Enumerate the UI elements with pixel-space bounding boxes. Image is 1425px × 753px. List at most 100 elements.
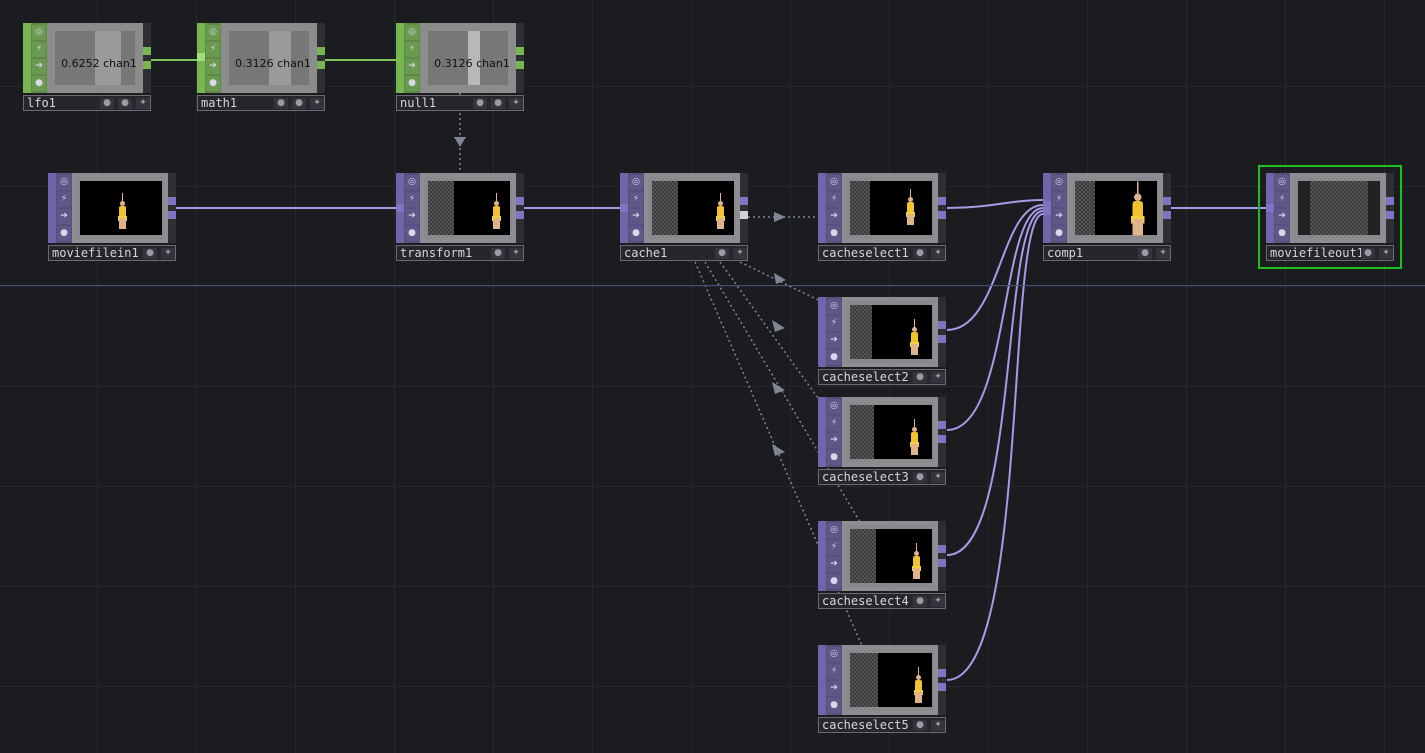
circle-icon[interactable]: ● xyxy=(118,98,132,109)
circle-icon[interactable]: ● xyxy=(913,720,927,731)
output-port[interactable] xyxy=(317,61,325,69)
output-port[interactable] xyxy=(1386,197,1394,205)
target-icon[interactable]: ◎ xyxy=(629,175,643,190)
circle-icon[interactable]: ● xyxy=(913,472,927,483)
arrow-right-icon[interactable]: ➔ xyxy=(1052,209,1066,224)
target-icon[interactable]: ◎ xyxy=(405,25,419,40)
diamond-star-icon[interactable]: ✦ xyxy=(931,472,945,483)
lightning-icon[interactable]: ⚡ xyxy=(827,416,841,431)
node-name[interactable]: transform1 xyxy=(400,246,473,260)
target-icon[interactable]: ◎ xyxy=(827,399,841,414)
node-name[interactable]: cacheselect4 xyxy=(822,594,909,608)
output-port[interactable] xyxy=(1386,211,1394,219)
diamond-star-icon[interactable]: ✦ xyxy=(161,248,175,259)
arrow-right-icon[interactable]: ➔ xyxy=(827,557,841,572)
diamond-star-icon[interactable]: ✦ xyxy=(310,98,324,109)
node-name[interactable]: cache1 xyxy=(624,246,668,260)
diamond-star-icon[interactable]: ✦ xyxy=(509,248,523,259)
lightning-icon[interactable]: ⚡ xyxy=(1052,192,1066,207)
lightning-icon[interactable]: ⚡ xyxy=(827,540,841,555)
diamond-star-icon[interactable]: ✦ xyxy=(509,98,523,109)
target-icon[interactable]: ◎ xyxy=(57,175,71,190)
node-name[interactable]: math1 xyxy=(201,96,238,110)
arrow-right-icon[interactable]: ➔ xyxy=(827,333,841,348)
lightning-icon[interactable]: ⚡ xyxy=(32,42,46,57)
output-port[interactable] xyxy=(938,421,946,429)
output-port[interactable] xyxy=(168,211,176,219)
lock-icon[interactable]: ● xyxy=(32,76,46,91)
node-moviefilein1[interactable]: ◎ ⚡ ➔ ● moviefilein1 ● ✦ xyxy=(48,173,176,263)
output-port[interactable] xyxy=(516,211,524,219)
circle-icon[interactable]: ● xyxy=(913,596,927,607)
circle-icon[interactable]: ● xyxy=(1361,248,1375,259)
diamond-star-icon[interactable]: ✦ xyxy=(931,720,945,731)
node-name[interactable]: cacheselect5 xyxy=(822,718,909,732)
target-icon[interactable]: ◎ xyxy=(827,175,841,190)
lock-icon[interactable]: ● xyxy=(827,350,841,365)
output-port[interactable] xyxy=(168,197,176,205)
circle-icon[interactable]: ● xyxy=(1138,248,1152,259)
input-port[interactable] xyxy=(396,204,404,212)
output-port[interactable] xyxy=(1163,211,1171,219)
diamond-star-icon[interactable]: ✦ xyxy=(1379,248,1393,259)
output-port[interactable] xyxy=(938,197,946,205)
target-icon[interactable]: ◎ xyxy=(827,523,841,538)
lock-icon[interactable]: ● xyxy=(827,698,841,713)
node-lfo1[interactable]: ◎ ⚡ ➔ ● 0.6252 chan1 lfo1 ● ● ✦ xyxy=(23,23,151,113)
target-icon[interactable]: ◎ xyxy=(32,25,46,40)
node-name[interactable]: null1 xyxy=(400,96,437,110)
node-moviefileout1[interactable]: ◎ ⚡ ➔ ● moviefileout1 ● ✦ xyxy=(1266,173,1394,263)
diamond-star-icon[interactable]: ✦ xyxy=(931,596,945,607)
arrow-right-icon[interactable]: ➔ xyxy=(206,59,220,74)
node-name[interactable]: comp1 xyxy=(1047,246,1084,260)
node-name[interactable]: cacheselect3 xyxy=(822,470,909,484)
lock-icon[interactable]: ● xyxy=(405,76,419,91)
node-cacheselect5[interactable]: ◎ ⚡ ➔ ● cacheselect5 ● ✦ xyxy=(818,645,946,735)
output-port[interactable] xyxy=(938,321,946,329)
lock-icon[interactable]: ● xyxy=(827,574,841,589)
arrow-right-icon[interactable]: ➔ xyxy=(827,681,841,696)
target-icon[interactable]: ◎ xyxy=(827,299,841,314)
circle-icon[interactable]: ● xyxy=(491,98,505,109)
output-port[interactable] xyxy=(143,47,151,55)
arrow-right-icon[interactable]: ➔ xyxy=(827,209,841,224)
input-port[interactable] xyxy=(1043,201,1051,215)
diamond-star-icon[interactable]: ✦ xyxy=(931,248,945,259)
output-port[interactable] xyxy=(938,435,946,443)
node-name[interactable]: lfo1 xyxy=(27,96,56,110)
diamond-star-icon[interactable]: ✦ xyxy=(733,248,747,259)
circle-icon[interactable]: ● xyxy=(913,248,927,259)
arrow-right-icon[interactable]: ➔ xyxy=(1275,209,1289,224)
lightning-icon[interactable]: ⚡ xyxy=(405,192,419,207)
output-port[interactable] xyxy=(1163,197,1171,205)
arrow-right-icon[interactable]: ➔ xyxy=(57,209,71,224)
lightning-icon[interactable]: ⚡ xyxy=(827,316,841,331)
lightning-icon[interactable]: ⚡ xyxy=(827,192,841,207)
node-cache1[interactable]: ◎ ⚡ ➔ ● cache1 ● ✦ xyxy=(620,173,748,263)
lock-icon[interactable]: ● xyxy=(206,76,220,91)
node-cacheselect3[interactable]: ◎ ⚡ ➔ ● cacheselect3 ● ✦ xyxy=(818,397,946,487)
target-icon[interactable]: ◎ xyxy=(405,175,419,190)
arrow-right-icon[interactable]: ➔ xyxy=(827,433,841,448)
arrow-right-icon[interactable]: ➔ xyxy=(405,59,419,74)
lightning-icon[interactable]: ⚡ xyxy=(629,192,643,207)
lightning-icon[interactable]: ⚡ xyxy=(57,192,71,207)
output-port[interactable] xyxy=(516,197,524,205)
output-port[interactable] xyxy=(516,61,524,69)
node-math1[interactable]: ◎ ⚡ ➔ ● 0.3126 chan1 math1 ● ● ✦ xyxy=(197,23,325,113)
node-cacheselect1[interactable]: ◎ ⚡ ➔ ● cacheselect1 ● ✦ xyxy=(818,173,946,263)
input-port[interactable] xyxy=(620,204,628,212)
node-comp1[interactable]: ◎ ⚡ ➔ ● comp1 ● ✦ xyxy=(1043,173,1171,263)
output-port[interactable] xyxy=(516,47,524,55)
output-port[interactable] xyxy=(938,559,946,567)
node-null1[interactable]: ◎ ⚡ ➔ ● 0.3126 chan1 null1 ● ● ✦ xyxy=(396,23,524,113)
circle-dot-icon[interactable]: ● xyxy=(100,98,114,109)
output-port[interactable] xyxy=(938,545,946,553)
target-icon[interactable]: ◎ xyxy=(1052,175,1066,190)
arrow-right-icon[interactable]: ➔ xyxy=(629,209,643,224)
arrow-right-icon[interactable]: ➔ xyxy=(405,209,419,224)
lock-icon[interactable]: ● xyxy=(1275,226,1289,241)
input-port[interactable] xyxy=(197,53,205,61)
target-icon[interactable]: ◎ xyxy=(827,647,841,662)
